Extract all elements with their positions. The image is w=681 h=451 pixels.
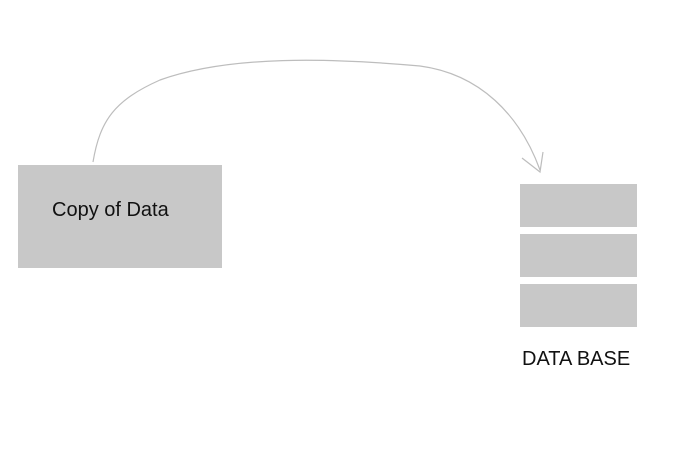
- database-block-1: [520, 184, 637, 227]
- arrow-curve: [92, 59, 541, 171]
- database-block-3: [520, 284, 637, 327]
- database-block-2: [520, 234, 637, 277]
- arrow-head: [521, 151, 544, 174]
- database-label: DATA BASE: [522, 348, 631, 370]
- copy-of-data-box: Copy of Data: [18, 165, 222, 268]
- copy-of-data-label: Copy of Data: [52, 199, 169, 221]
